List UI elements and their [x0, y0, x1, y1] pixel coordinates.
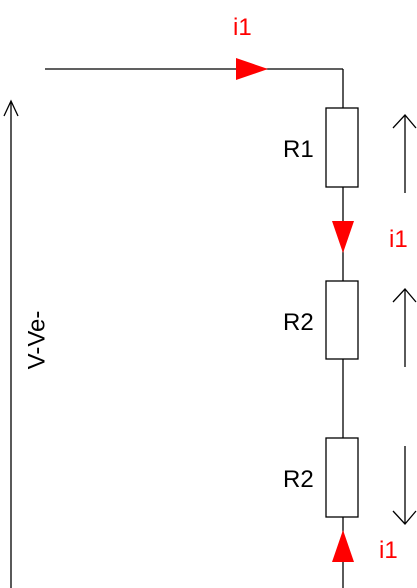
resistor-r2-upper: [325, 280, 359, 360]
current-label-bottom: i1: [379, 537, 398, 564]
top-wire: [45, 68, 344, 108]
current-arrow-bottom: [332, 530, 354, 562]
current-label-top: i1: [233, 14, 252, 41]
resistor-r2-upper-label: R2: [283, 309, 314, 336]
resistor-r1: [325, 107, 359, 188]
current-arrow-mid: [332, 221, 354, 253]
resistor-r2-lower: [325, 437, 359, 518]
resistor-r1-label: R1: [283, 136, 314, 163]
voltage-arrow-r2-upper: [392, 288, 417, 367]
current-label-mid: i1: [389, 226, 408, 253]
current-arrow-top: [236, 58, 268, 80]
voltage-arrow-r2-lower: [392, 446, 417, 525]
voltage-arrow: [3, 99, 19, 588]
voltage-label: V-Ve-: [23, 311, 50, 370]
voltage-arrow-r1: [392, 114, 417, 193]
resistor-r2-lower-label: R2: [283, 466, 314, 493]
